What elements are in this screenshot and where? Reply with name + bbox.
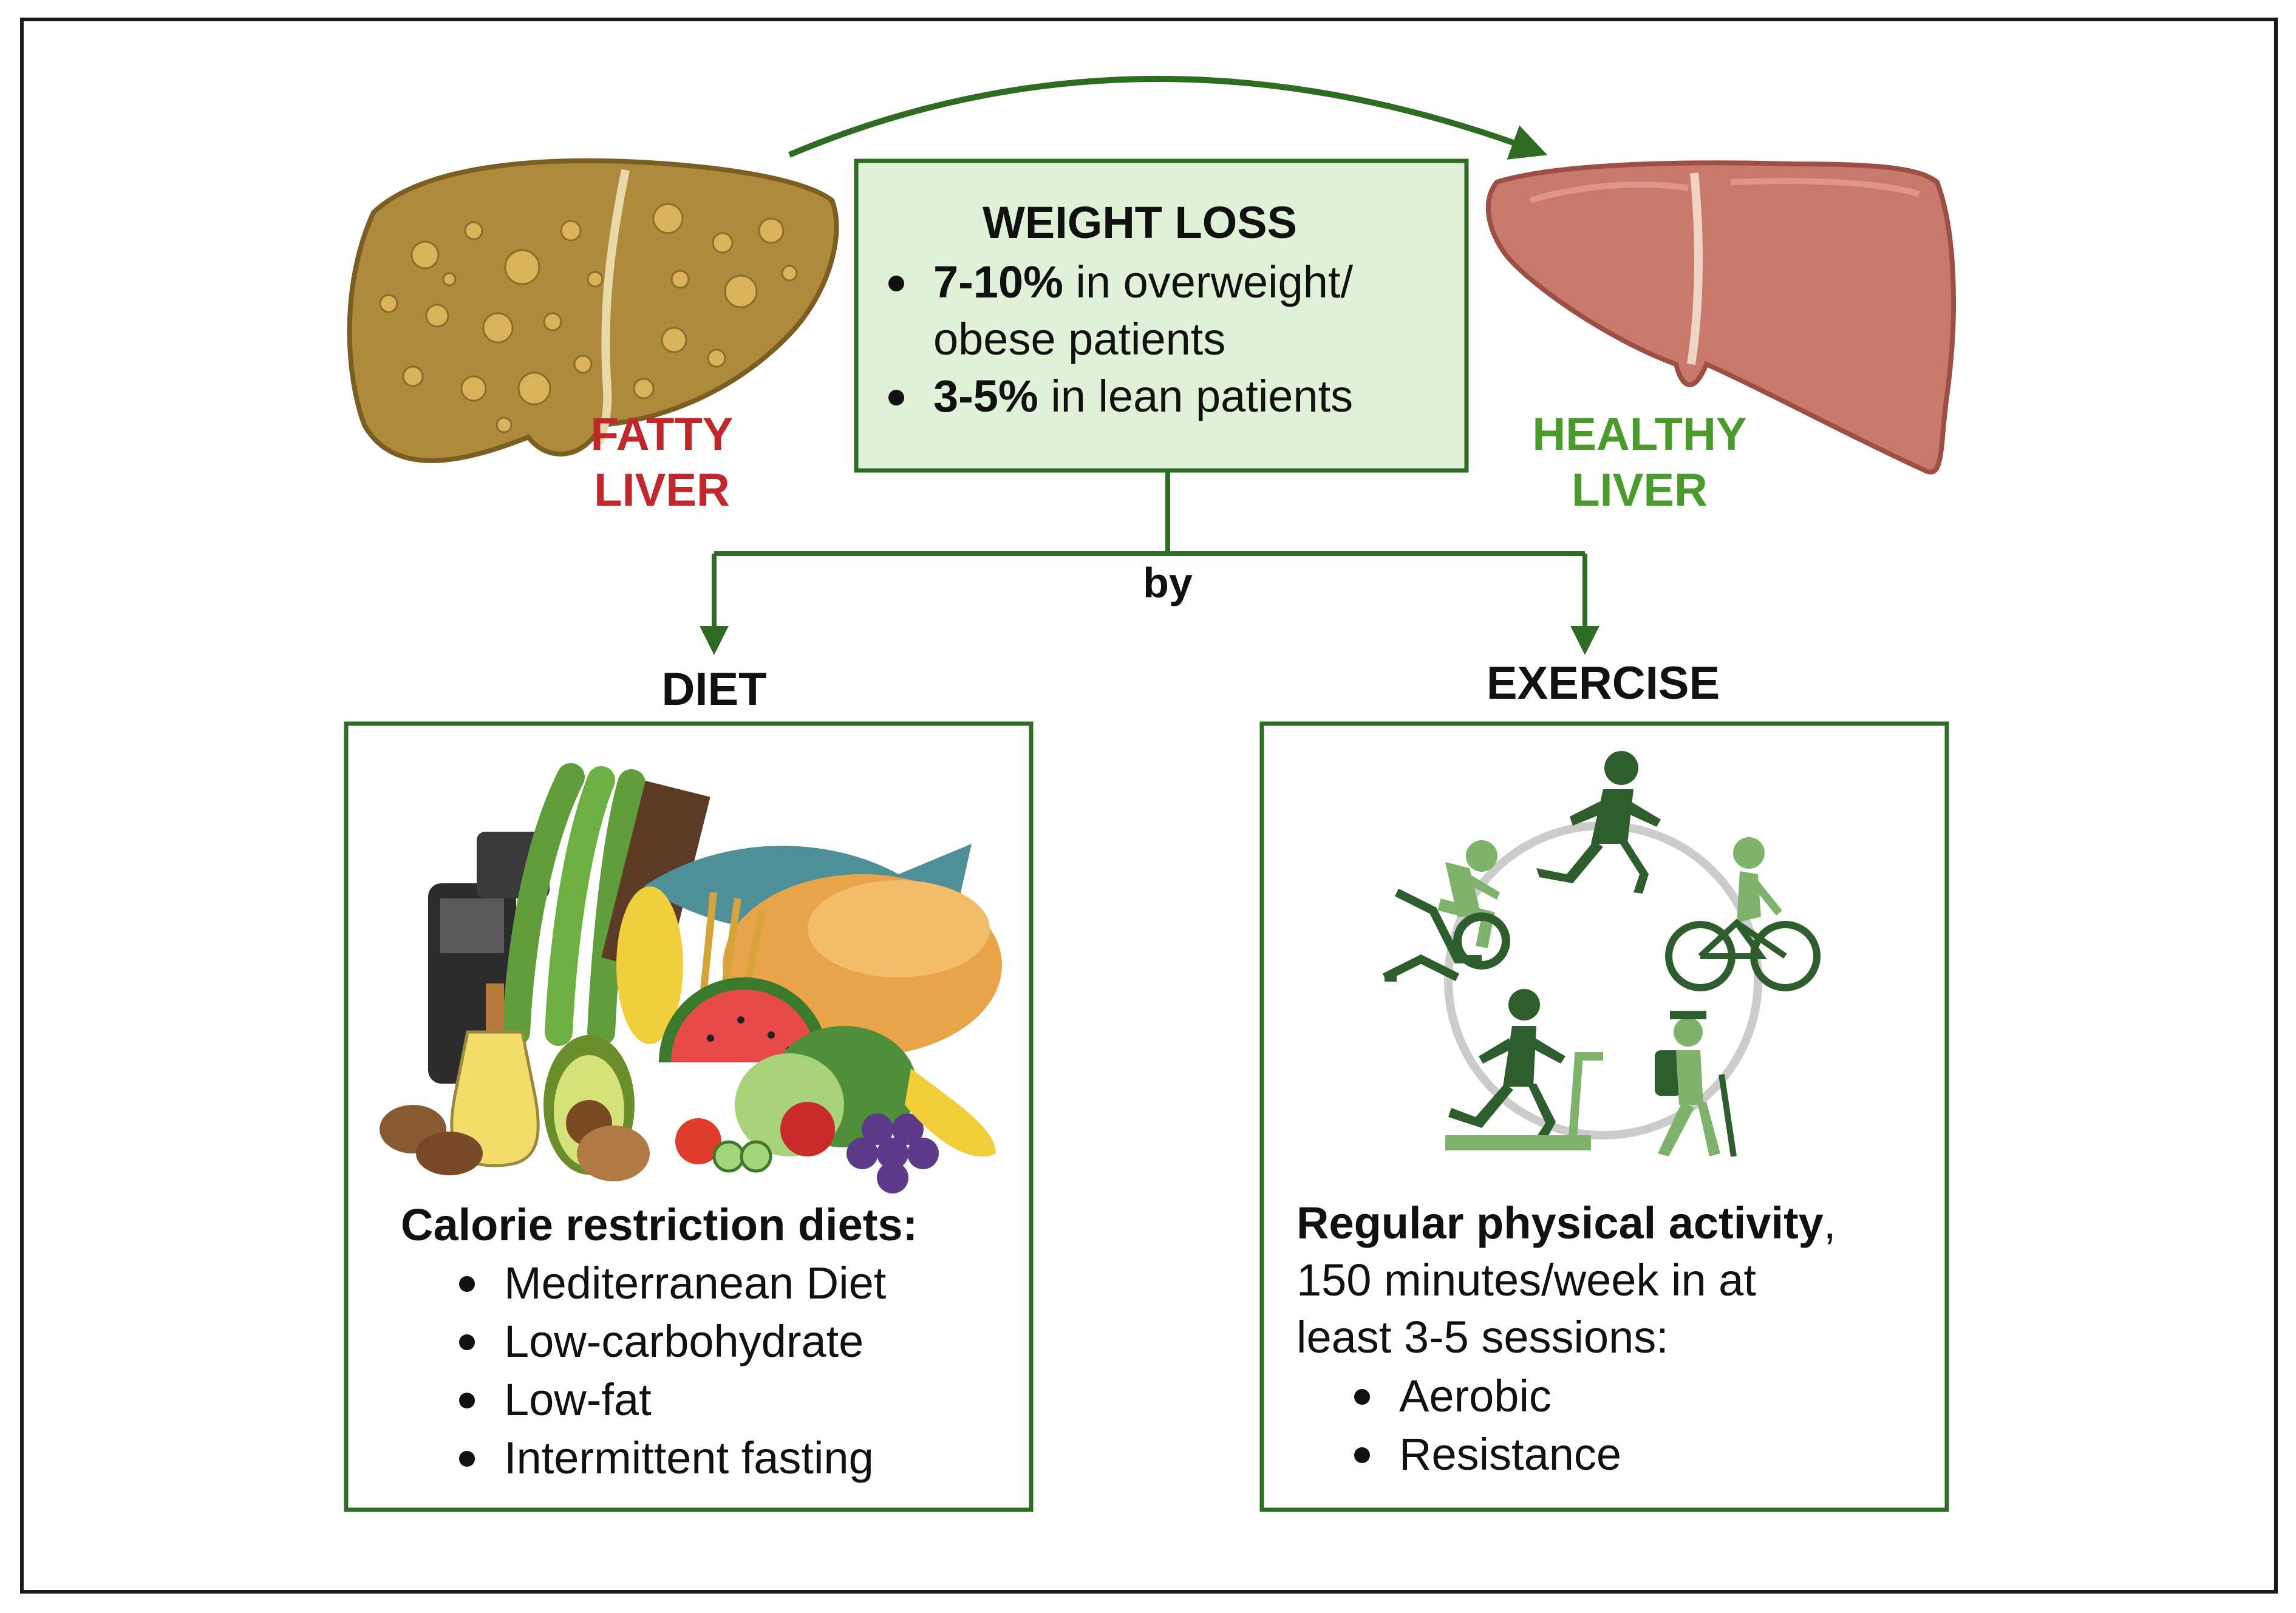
- spin-bike-figure: [1382, 840, 1510, 982]
- exercise-heading-bold: Regular physical activity: [1296, 1198, 1824, 1248]
- exercise-cycle-icon: [1382, 751, 1821, 1157]
- hiker-figure: [1655, 1011, 1737, 1157]
- diet-box-heading: Calorie restriction diets:: [401, 1200, 918, 1250]
- diet-item: Intermittent fasting: [448, 1429, 886, 1487]
- weight-loss-box: [854, 158, 1469, 473]
- outer-frame: [20, 18, 2278, 1594]
- exercise-heading-line3: least 3-5 sessions:: [1296, 1312, 1669, 1362]
- exercise-heading-line1: Regular physical activity,: [1296, 1195, 1836, 1252]
- healthy-label-line2: LIVER: [1572, 464, 1708, 516]
- cyclist-figure: [1665, 837, 1821, 991]
- diet-item: Mediterranean Diet: [448, 1254, 886, 1312]
- weight-loss-text-cont: obese patients: [933, 314, 1226, 364]
- weight-loss-percent: 3-5%: [933, 371, 1038, 421]
- runner-figure: [1536, 751, 1661, 894]
- exercise-box-heading: Regular physical activity, 150 minutes/w…: [1296, 1195, 1836, 1366]
- diet-item: Low-carbohydrate: [448, 1312, 886, 1371]
- curved-arrow: [788, 76, 1548, 160]
- by-label: by: [1143, 559, 1193, 606]
- weight-loss-title: WEIGHT LOSS: [983, 197, 1297, 248]
- exercise-box: [1259, 721, 1949, 1512]
- fatty-liver-label: FATTY LIVER: [565, 407, 759, 518]
- exercise-item: Resistance: [1343, 1425, 1621, 1484]
- food-illustration-icon: [380, 763, 1002, 1194]
- weight-loss-item: 7-10% in overweight/ obese patients: [877, 254, 1353, 368]
- diet-heading: DIET: [661, 664, 767, 715]
- healthy-liver-icon: [1485, 160, 1956, 475]
- fatty-label-line2: LIVER: [594, 464, 730, 516]
- fatty-label-line1: FATTY: [590, 409, 734, 460]
- weight-loss-text: in lean patients: [1038, 371, 1354, 421]
- exercise-heading: EXERCISE: [1486, 657, 1720, 709]
- exercise-item: Aerobic: [1343, 1367, 1621, 1425]
- weight-loss-item: 3-5% in lean patients: [877, 368, 1353, 425]
- exercise-heading-tail: ,: [1823, 1198, 1836, 1248]
- treadmill-runner-figure: [1445, 989, 1603, 1150]
- fatty-liver-icon: [347, 158, 839, 463]
- weight-loss-list: 7-10% in overweight/ obese patients 3-5%…: [877, 254, 1353, 425]
- healthy-label-line1: HEALTHY: [1532, 409, 1747, 460]
- weight-loss-percent: 7-10%: [933, 257, 1063, 307]
- exercise-heading-line2: 150 minutes/week in at: [1296, 1255, 1756, 1305]
- diet-item: Low-fat: [448, 1371, 886, 1429]
- healthy-liver-label: HEALTHY LIVER: [1512, 407, 1767, 518]
- exercise-list: Aerobic Resistance: [1343, 1367, 1621, 1484]
- diet-list: Mediterranean Diet Low-carbohydrate Low-…: [448, 1254, 886, 1487]
- weight-loss-text: in overweight/: [1063, 257, 1354, 307]
